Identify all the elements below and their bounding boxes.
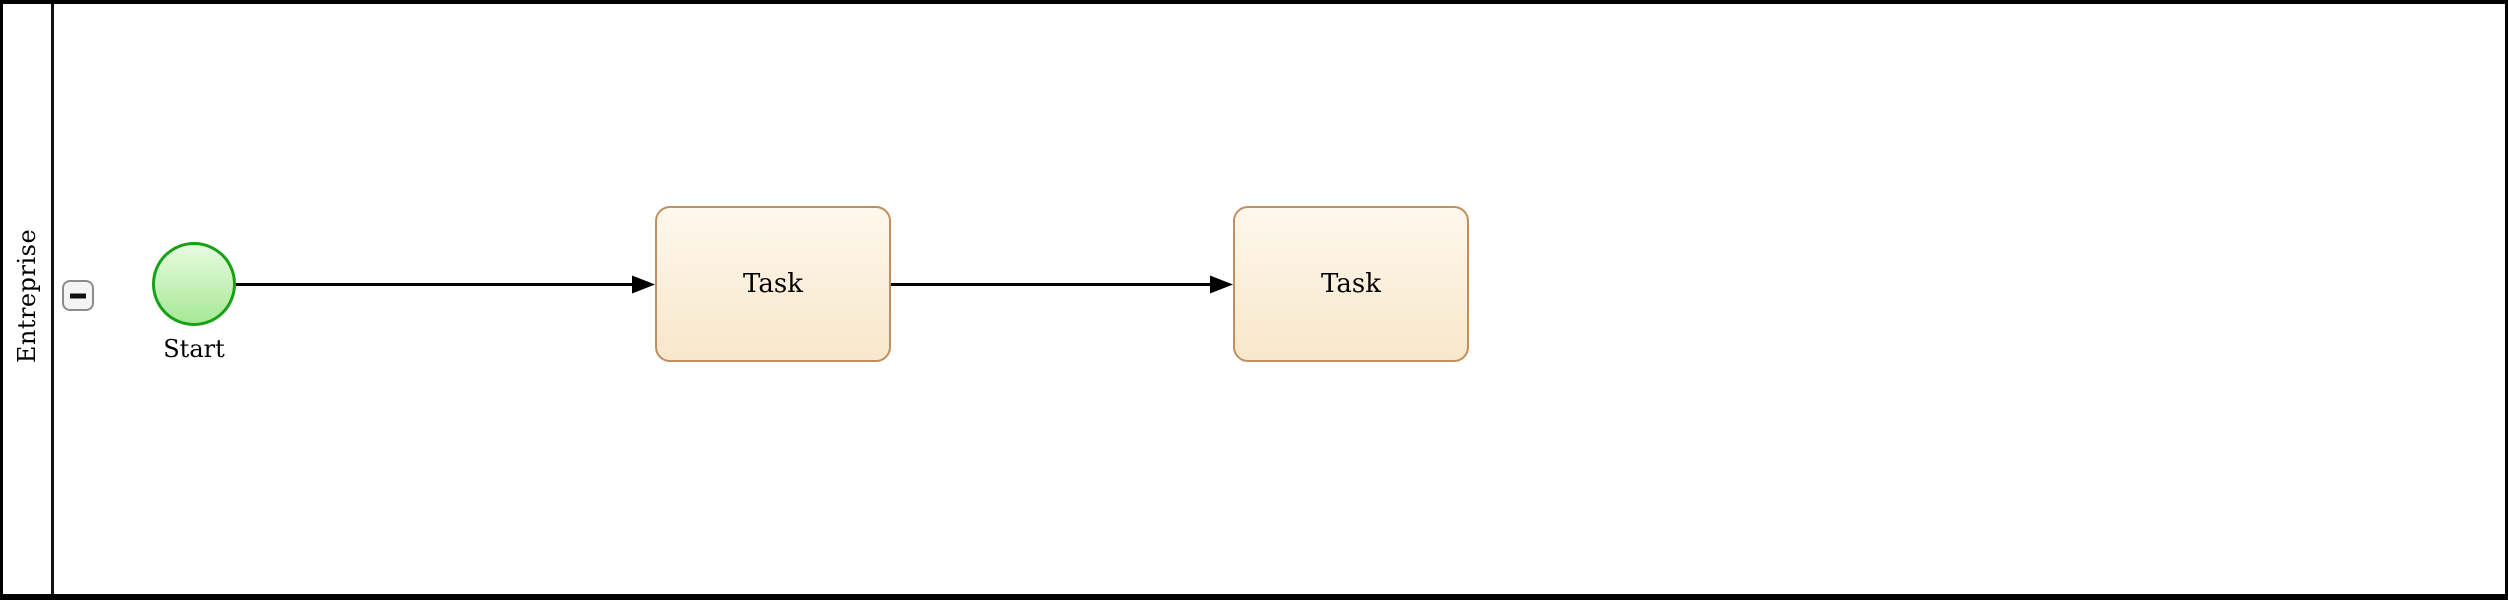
sequence-flow-2 <box>891 275 1233 294</box>
pool-collapse-button[interactable] <box>62 280 94 311</box>
minus-icon <box>70 293 86 298</box>
task-node-2[interactable]: Task <box>1233 206 1469 362</box>
pool-label: Entreprise <box>13 228 41 364</box>
arrowhead-icon <box>1210 275 1233 294</box>
task-1-label: Task <box>743 269 803 299</box>
arrowhead-icon <box>632 275 655 294</box>
start-event-circle[interactable] <box>152 242 236 326</box>
pool-lane-header: Entreprise <box>3 4 54 594</box>
task-node-1[interactable]: Task <box>655 206 891 362</box>
sequence-flow-1 <box>236 275 655 294</box>
task-2-label: Task <box>1321 269 1381 299</box>
start-event-label: Start <box>163 335 225 363</box>
